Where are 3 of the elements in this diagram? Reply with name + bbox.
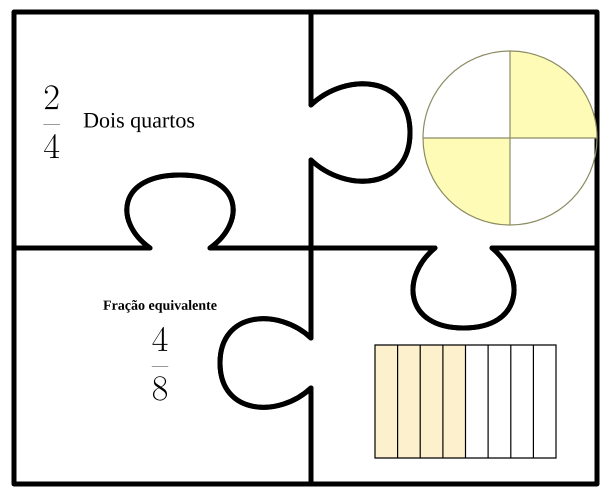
puzzle-piece	[218, 246, 600, 486]
puzzle-piece: Fração equivalente $\frac{4}{8}$	[12, 172, 314, 486]
puzzle-piece: $\frac{2}{4}$ Dois quartos	[12, 10, 412, 250]
